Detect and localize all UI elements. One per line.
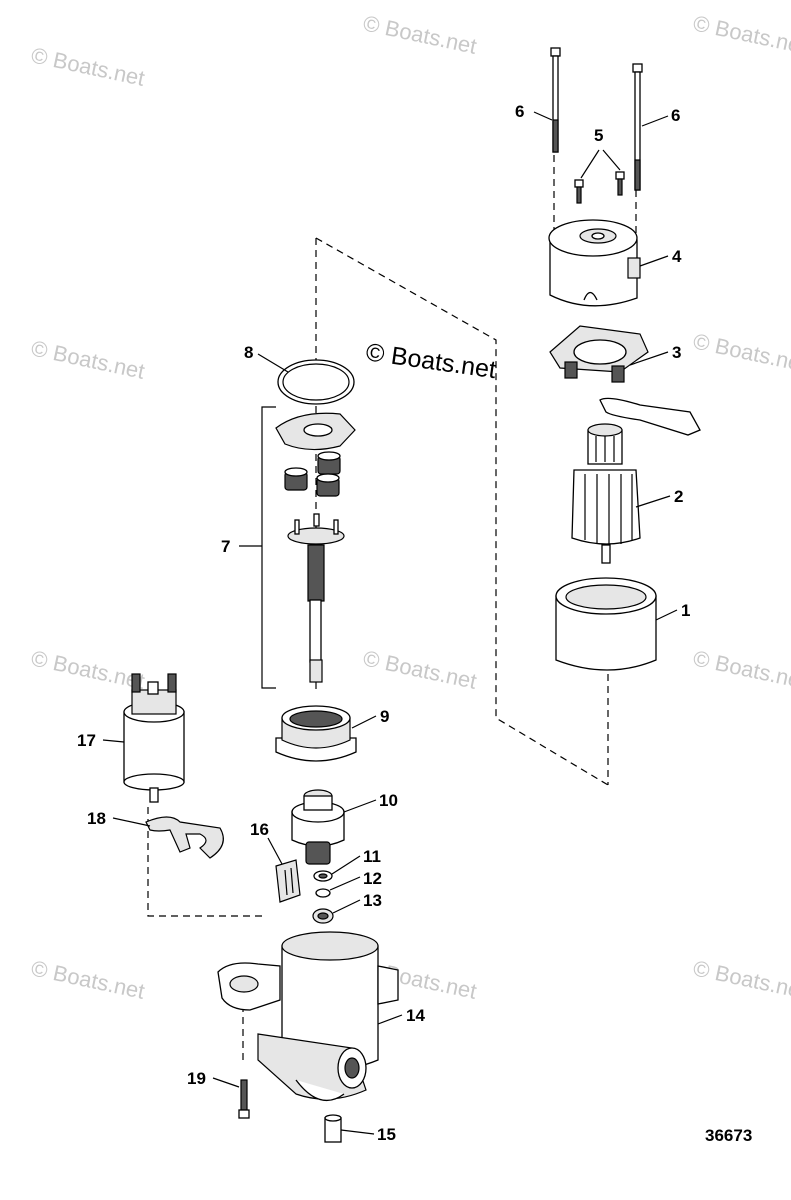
drive-housing — [217, 931, 399, 1102]
watermark: © Boats.net — [691, 645, 791, 693]
callout-1: 1 — [681, 601, 690, 620]
callout-8: 8 — [244, 343, 253, 362]
callout-6-right: 6 — [671, 106, 680, 125]
watermark: © Boats.net — [691, 955, 791, 1003]
callout-7: 7 — [221, 537, 230, 556]
watermark: © Boats.net — [361, 645, 479, 693]
callout-4: 4 — [672, 247, 682, 266]
thrust-collar — [313, 870, 333, 882]
planetary-gear-assembly — [261, 406, 356, 689]
callout-15: 15 — [377, 1125, 396, 1144]
watermark: © Boats.net — [29, 335, 147, 383]
watermark-main: © Boats.net — [364, 338, 498, 384]
leader-lines — [102, 111, 678, 1135]
watermark: © Boats.net — [361, 10, 479, 58]
callout-17: 17 — [77, 731, 96, 750]
callout-11: 11 — [363, 847, 381, 866]
shift-lever-plate — [275, 859, 301, 903]
figure-number: 36673 — [705, 1126, 752, 1145]
watermark: © Boats.net — [29, 645, 147, 693]
through-bolt-left — [550, 47, 561, 153]
watermark: © Boats.net — [29, 955, 147, 1003]
callout-9: 9 — [380, 707, 389, 726]
watermark: © Boats.net — [691, 10, 791, 58]
ring-gear — [275, 705, 357, 762]
bushing — [324, 1114, 342, 1143]
watermark: © Boats.net — [29, 42, 147, 90]
callout-12: 12 — [363, 869, 382, 888]
solenoid — [123, 673, 185, 803]
callout-5: 5 — [594, 126, 603, 145]
callout-labels: 6 6 5 4 3 2 1 8 7 9 10 11 12 13 14 15 16… — [77, 102, 690, 1144]
callout-2: 2 — [674, 487, 683, 506]
callout-3: 3 — [672, 343, 681, 362]
planet-gear — [316, 473, 340, 497]
field-frame — [555, 577, 657, 671]
armature — [571, 423, 641, 564]
callout-16: 16 — [250, 820, 269, 839]
callout-18: 18 — [87, 809, 106, 828]
callout-14: 14 — [406, 1006, 425, 1025]
shift-fork — [145, 816, 224, 859]
through-bolt-right — [632, 63, 643, 191]
callout-6-left: 6 — [515, 102, 524, 121]
screw-pair — [574, 171, 625, 204]
callout-19: 19 — [187, 1069, 206, 1088]
planet-gear — [317, 451, 341, 475]
o-ring — [277, 359, 355, 405]
callout-10: 10 — [379, 791, 398, 810]
planet-gear — [284, 467, 308, 491]
end-cap — [548, 219, 641, 307]
drive-pinion — [291, 789, 345, 865]
watermark: © Boats.net — [691, 328, 791, 376]
stop-nut — [312, 908, 334, 924]
retaining-ring — [315, 888, 331, 898]
watermark-layer: © Boats.net © Boats.net © Boats.net © Bo… — [29, 10, 791, 1003]
housing-bolt — [238, 1079, 250, 1119]
brush-plate — [549, 325, 701, 436]
callout-13: 13 — [363, 891, 382, 910]
